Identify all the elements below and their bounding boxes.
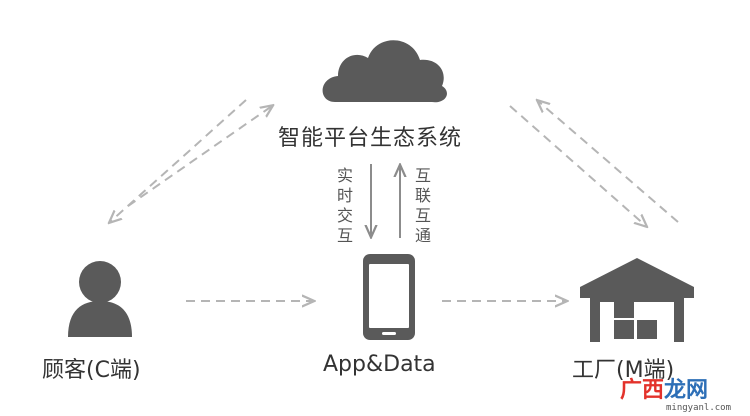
watermark-part2: 龙网 [664,378,709,403]
flow-char: 互 [336,226,353,245]
person-icon [68,261,132,337]
watermark-part1: 广西 [620,378,665,403]
interconnection-label: 互 联 互 通 [413,166,433,246]
flow-char: 实 [336,166,353,185]
factory-label: 工厂(M端) [572,358,675,383]
realtime-interaction-label: 实 时 交 互 [335,166,355,246]
arrow-factory-to-platform [538,101,679,223]
app-label: App&Data [323,352,436,377]
watermark-logo: 广西龙网 [620,372,708,404]
smartphone-icon [363,254,415,340]
customer-label: 顾客(C端) [42,358,141,383]
arrow-platform-to-factory [509,105,646,226]
flow-char: 交 [336,206,353,225]
arrow-platform-to-customer [110,99,247,222]
flow-char: 互 [414,166,431,185]
flow-char: 联 [414,186,431,205]
platform-title: 智能平台生态系统 [278,126,463,151]
warehouse-icon [580,258,694,342]
cloud-icon [322,40,447,103]
flow-char: 通 [414,226,431,245]
watermark-url: mingyanl.com [666,403,732,413]
flow-char: 时 [336,186,353,205]
arrow-customer-to-platform [127,106,272,207]
flow-char: 互 [414,206,431,225]
